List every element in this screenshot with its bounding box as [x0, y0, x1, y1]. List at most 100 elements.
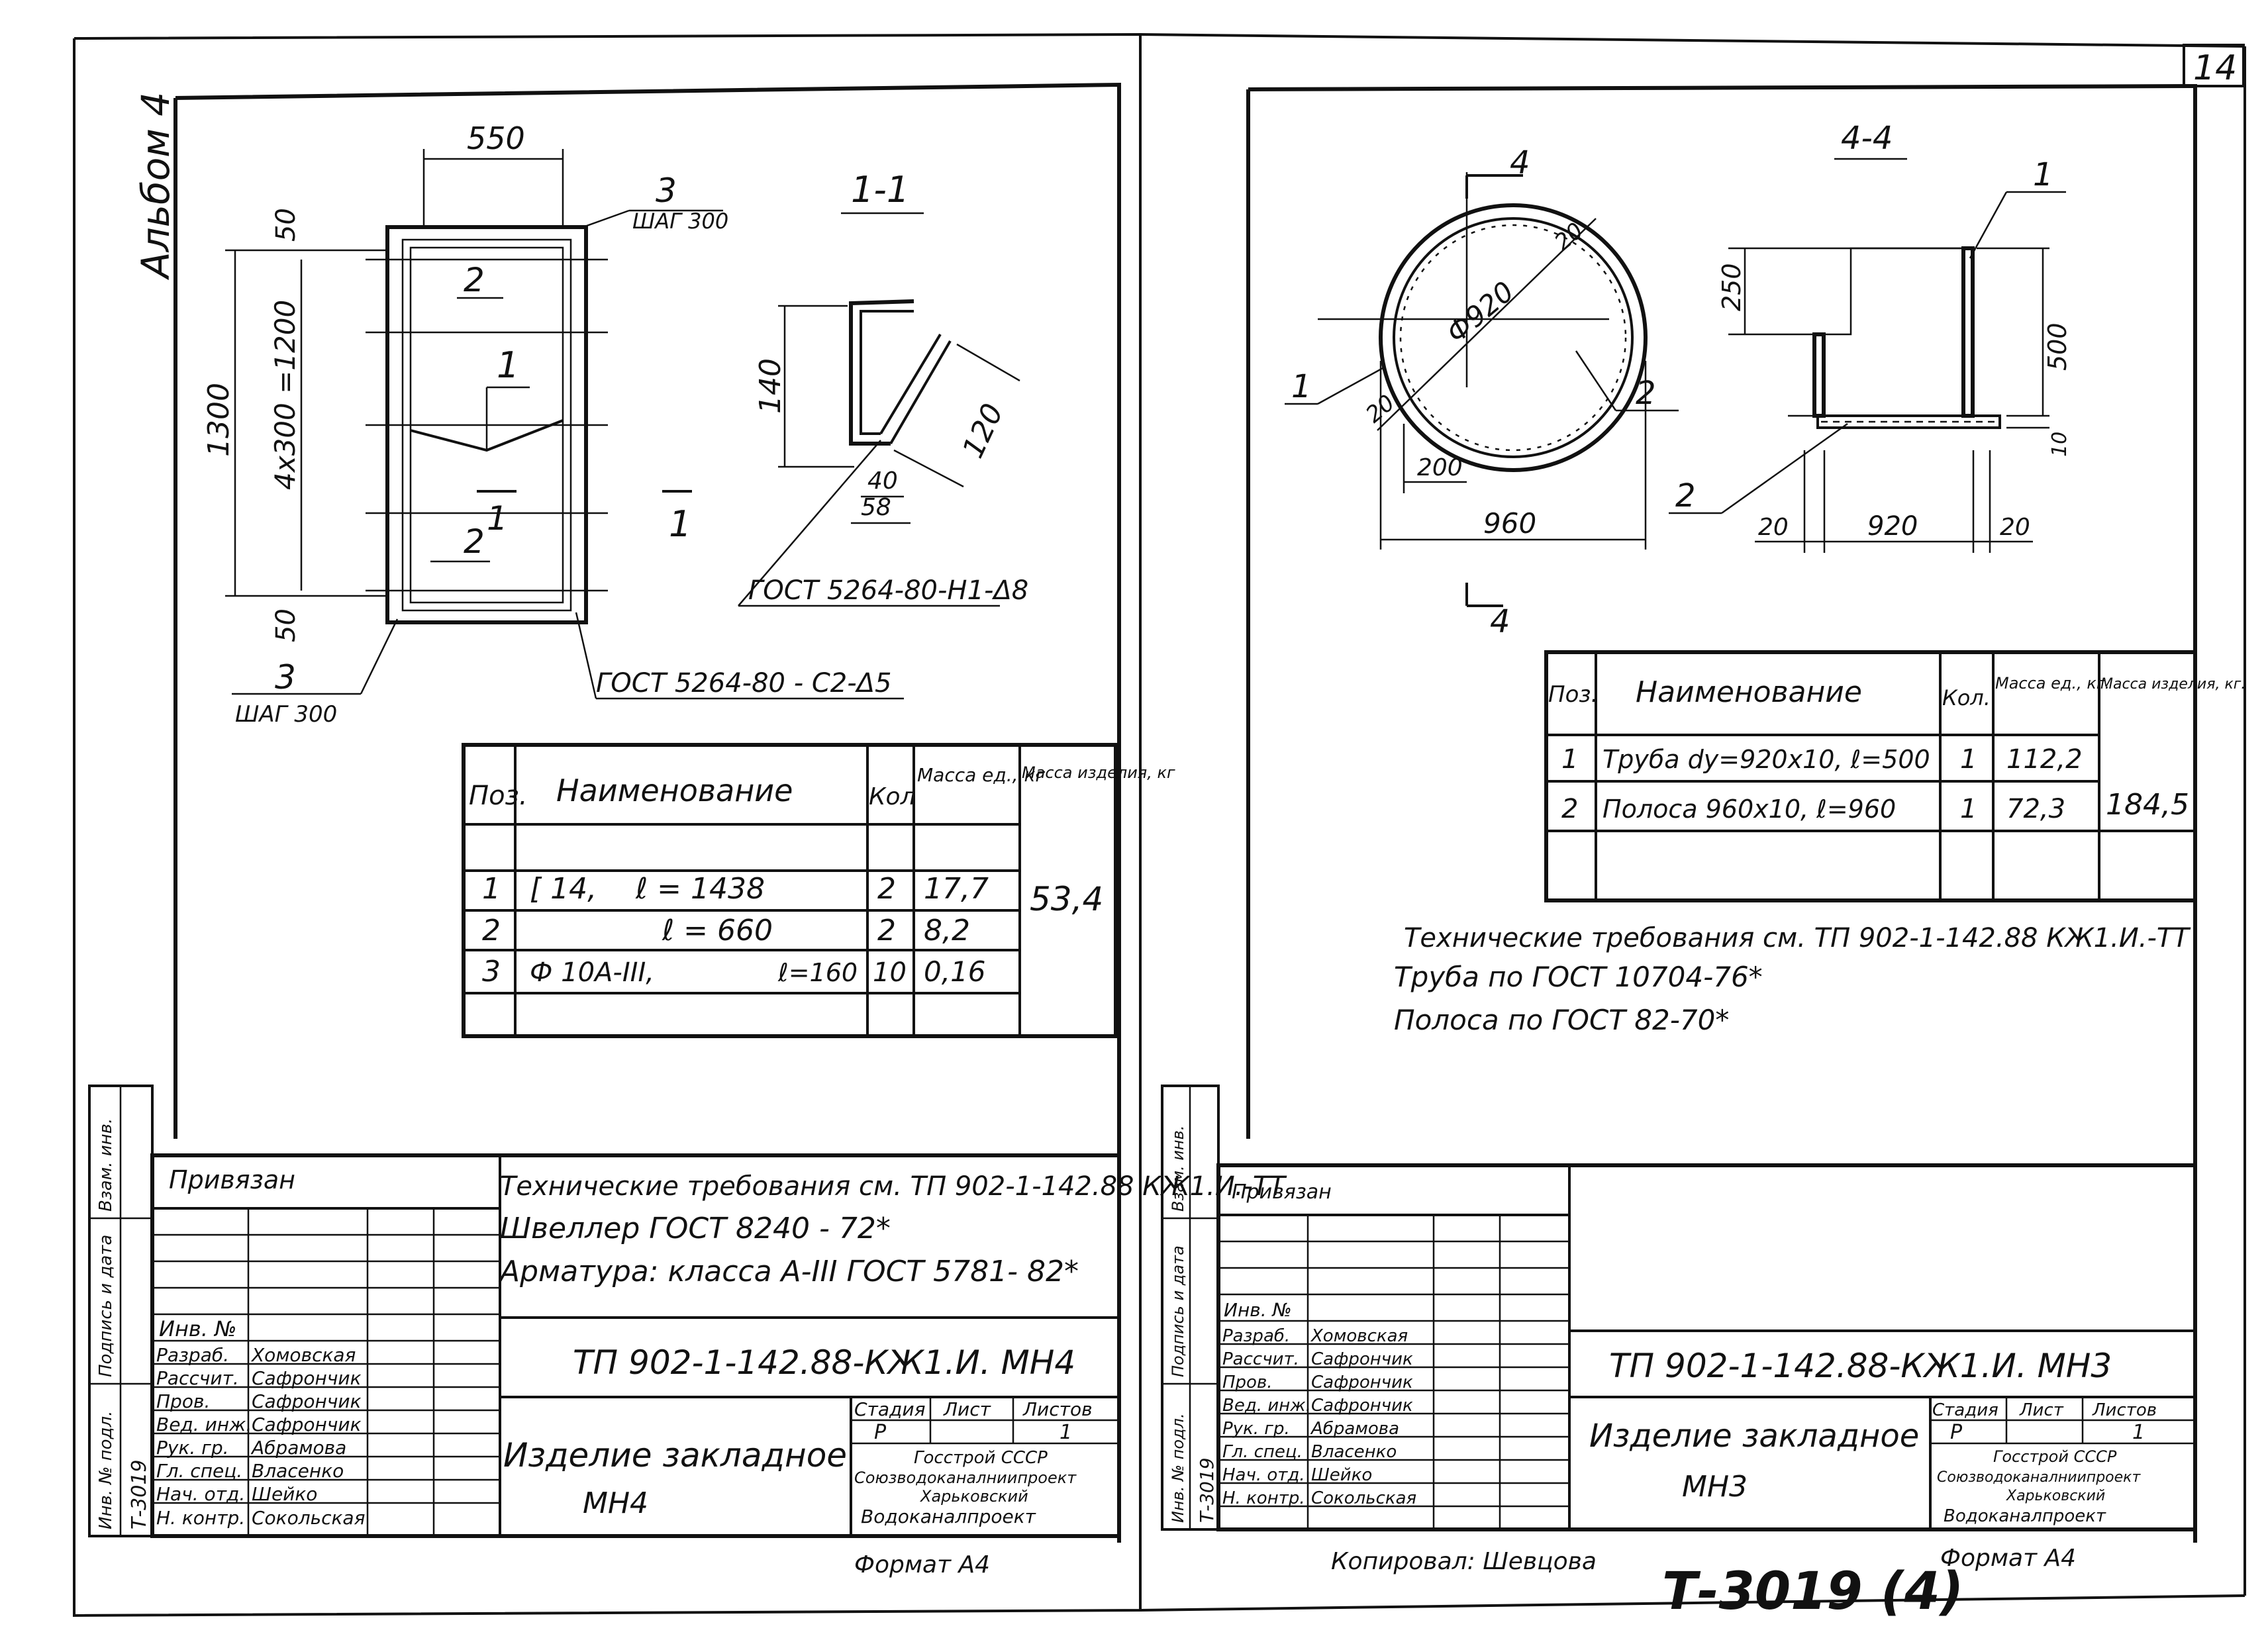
right-side-code: Т-3019: [1196, 1458, 1218, 1523]
left-org-3: Харьковский: [919, 1487, 1028, 1506]
left-role-5: Рук. гр.: [156, 1437, 229, 1459]
dim-1300: 1300: [202, 383, 236, 457]
left-org-2: Союзводоканалниипроект: [854, 1469, 1077, 1487]
right-title-mark: МН3: [1682, 1470, 1748, 1504]
left-bound-label: Привязан: [169, 1165, 295, 1194]
right-org-2: Союзводоканалниипроект: [1937, 1469, 2141, 1486]
left-role-1: Разраб.: [156, 1344, 229, 1366]
dim-4x300: 4x300 =1200: [269, 300, 301, 490]
left-row2-qty: 2: [877, 914, 896, 947]
right-sheets-v: 1: [2132, 1421, 2145, 1444]
right-side-strip: Инв. № подл. Подпись и дата Взам. инв. Т…: [1161, 1085, 1220, 1531]
right-row1-name: Труба dу=920х10, ℓ=500: [1602, 745, 1930, 774]
right-format: Формат А4: [1940, 1545, 2076, 1572]
right-side-replace: Взам. инв.: [1169, 1126, 1187, 1212]
left-name-6: Власенко: [252, 1460, 344, 1482]
left-name-2: Сафрончик: [252, 1367, 362, 1389]
right-th-mass-total: Масса изделия, кг.: [2100, 676, 2245, 693]
dim-50-top: 50: [271, 208, 301, 242]
right-role-6: Гл. спец.: [1222, 1442, 1303, 1462]
right-stage-h: Стадия: [1932, 1400, 1998, 1420]
right-row2-qty: 1: [1960, 794, 1977, 824]
left-row2-pos: 2: [482, 914, 501, 947]
right-row2-mass: 72,3: [2006, 794, 2065, 824]
sect-dim-20-left: 20: [1758, 514, 1789, 541]
right-name-6: Власенко: [1311, 1442, 1397, 1462]
left-row1-pos: 1: [482, 872, 501, 906]
right-side-sign: Подпись и дата: [1169, 1245, 1187, 1377]
left-sheets-v: 1: [1060, 1421, 1072, 1444]
right-title-name: Изделие закладное: [1589, 1418, 1919, 1455]
left-note-1: Технические требования см. ТП 902-1-142.…: [500, 1171, 1287, 1202]
left-row3-mass: 0,16: [924, 955, 986, 988]
left-role-7: Нач. отд.: [156, 1483, 245, 1505]
left-role-3: Пров.: [156, 1390, 210, 1412]
left-stage-v: Р: [874, 1421, 887, 1444]
right-note-3: Полоса по ГОСТ 82-70*: [1394, 1004, 1729, 1036]
right-name-3: Сафрончик: [1311, 1373, 1413, 1392]
left-th-name: Наименование: [556, 773, 793, 808]
left-title-code: ТП 902-1-142.88-КЖ1.И. МН4: [573, 1343, 1075, 1382]
sect-dim-250: 250: [1717, 263, 1746, 311]
left-role-4: Вед. инж.: [156, 1414, 252, 1435]
right-org-1: Госстрой СССР: [1993, 1447, 2117, 1466]
left-row1-len: ℓ = 1438: [635, 872, 765, 906]
left-spec-total: 53,4: [1030, 880, 1103, 918]
right-row1-mass: 112,2: [2006, 744, 2083, 775]
circle-dim-960: 960: [1483, 507, 1536, 540]
left-org-4: Водоканалпроект: [861, 1506, 1036, 1527]
sect-dim-140: 140: [754, 358, 787, 414]
right-org-3: Харьковский: [2006, 1488, 2105, 1504]
right-spec-total: 184,5: [2106, 788, 2189, 822]
left-th-mass-unit: Масса ед., кг: [917, 764, 1045, 786]
right-role-1: Разраб.: [1222, 1326, 1290, 1346]
left-title-name: Изделие закладное: [503, 1436, 847, 1474]
sect-dim-920: 920: [1867, 511, 1918, 542]
left-sheets-h: Листов: [1022, 1398, 1093, 1420]
rebar-bottom-step: ШАГ 300: [235, 701, 337, 728]
right-circle-view: 4 4 Ф920 20 20 200 960 1 2: [1285, 144, 1679, 640]
left-row3-len: ℓ=160: [777, 958, 858, 987]
weld-note-section: ГОСТ 5264-80-Н1-Δ8: [748, 575, 1028, 606]
left-note-3: Арматура: класса А-III ГОСТ 5781- 82*: [498, 1255, 1079, 1288]
right-row1-pos: 1: [1561, 744, 1578, 775]
right-name-1: Хомовская: [1310, 1326, 1408, 1346]
left-name-3: Сафрончик: [252, 1390, 362, 1412]
left-note-2: Швеллер ГОСТ 8240 - 72*: [500, 1212, 891, 1245]
left-side-inv: Инв. № подл.: [96, 1411, 116, 1529]
right-role-5: Рук. гр.: [1222, 1419, 1290, 1439]
left-role-2: Рассчит.: [156, 1367, 239, 1389]
right-role-3: Пров.: [1222, 1373, 1273, 1392]
rebar-bottom-label: 3: [275, 658, 296, 697]
right-title-block: Привязан Инв. № Разраб. Хомовская Рассчи…: [1216, 1163, 2197, 1575]
left-section-view: 1-1 140 120 40 58 ГОСТ 5264-80-Н1-Δ8: [738, 169, 1028, 607]
left-side-sign: Подпись и дата: [96, 1235, 116, 1377]
left-role-8: Н. контр.: [156, 1507, 245, 1529]
left-side-replace: Взам. инв.: [96, 1118, 116, 1212]
left-row1-name: [ 14,: [530, 872, 597, 906]
right-notes: Технические требования см. ТП 902-1-142.…: [1394, 923, 2191, 1036]
left-row3-name: Ф 10A-III,: [530, 957, 654, 988]
right-inv-label: Инв. №: [1224, 1299, 1292, 1321]
right-note-2: Труба по ГОСТ 10704-76*: [1394, 961, 1763, 993]
right-spec-table: Поз. Наименование Кол. Масса ед., кг. Ма…: [1544, 650, 2245, 902]
left-title-block: Привязан Инв. № Разраб. Хомовская Рассчи…: [150, 1153, 1121, 1578]
section-4-4-label: 4-4: [1841, 120, 1893, 157]
sect-dim-58: 58: [861, 494, 891, 521]
left-row1-mass: 17,7: [924, 872, 989, 906]
left-row3-pos: 3: [482, 955, 501, 989]
left-name-4: Сафрончик: [252, 1414, 362, 1435]
right-bound-label: Привязан: [1232, 1181, 1332, 1204]
left-side-strip: Инв. № подл. Подпись и дата Взам. инв. Т…: [88, 1085, 154, 1537]
rebar-top-label: 3: [656, 171, 677, 210]
dim-50-bottom: 50: [271, 608, 301, 642]
plan-cut-1-right: 1: [669, 503, 691, 545]
dim-550: 550: [467, 121, 525, 156]
left-format: Формат А4: [854, 1551, 990, 1578]
right-title-code: ТП 902-1-142.88-КЖ1.И. МН3: [1609, 1347, 2112, 1385]
right-row2-name: Полоса 960х10, ℓ=960: [1602, 795, 1896, 824]
circle-dim-200: 200: [1417, 454, 1463, 481]
right-row1-qty: 1: [1960, 744, 1977, 775]
rebar-top-step: ШАГ 300: [632, 209, 728, 234]
right-th-name: Наименование: [1636, 675, 1862, 709]
